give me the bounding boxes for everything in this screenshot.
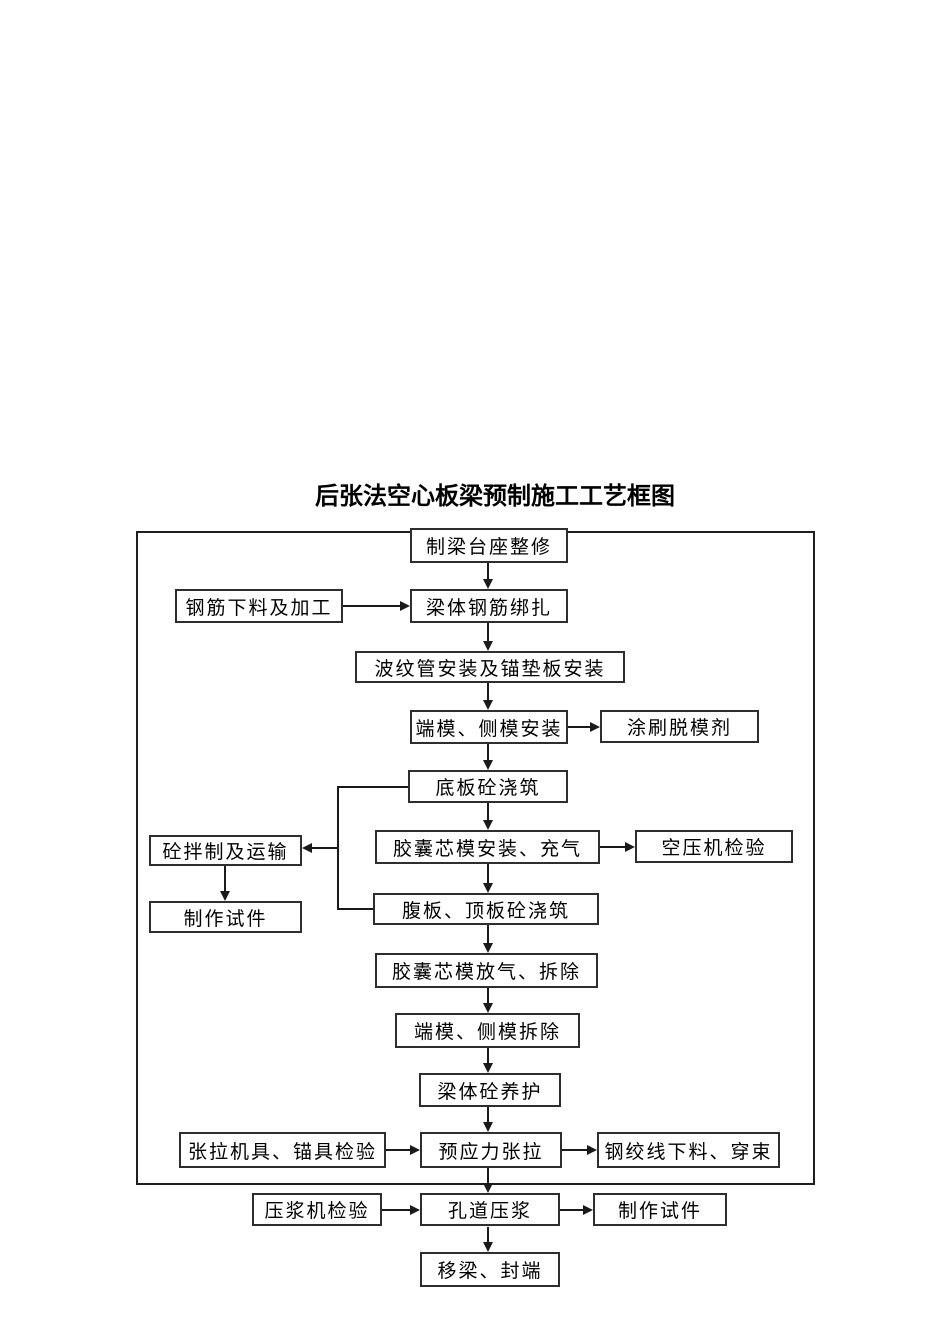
node-web-top-slab-concrete-pour: 腹板、顶板砼浇筑: [373, 893, 599, 925]
flow-arrow-down: [220, 891, 230, 901]
node-end-side-formwork-removal: 端模、侧模拆除: [395, 1013, 580, 1048]
node-beam-pedestal-repair: 制梁台座整修: [410, 528, 568, 563]
flow-arrow-right: [400, 601, 410, 611]
flow-arrow-down: [483, 1003, 493, 1013]
flow-line: [382, 1209, 410, 1211]
flow-arrow-down: [483, 1183, 493, 1193]
flow-line: [562, 1149, 587, 1151]
flow-line: [487, 563, 489, 580]
flow-arrow-down: [483, 579, 493, 589]
flow-arrow-right: [590, 722, 600, 732]
flow-line: [487, 1168, 489, 1184]
flow-arrow-down: [483, 700, 493, 710]
node-rebar-cutting-processing: 钢筋下料及加工: [175, 589, 343, 623]
connector-line: [337, 908, 375, 910]
flow-arrow-right: [410, 1145, 420, 1155]
node-make-test-specimens-concrete: 制作试件: [149, 901, 302, 933]
flow-line: [487, 744, 489, 761]
flow-line: [487, 1048, 489, 1064]
node-bottom-slab-concrete-pour: 底板砼浇筑: [408, 770, 568, 803]
flow-line: [568, 726, 590, 728]
flow-arrow-down: [483, 760, 493, 770]
node-airbag-core-install-inflate: 胶囊芯模安装、充气: [375, 830, 600, 864]
flow-line: [386, 1149, 410, 1151]
node-strand-cutting-threading: 钢绞线下料、穿束: [597, 1132, 780, 1168]
flow-arrow-down: [483, 1122, 493, 1132]
node-beam-rebar-tying: 梁体钢筋绑扎: [410, 589, 568, 623]
flow-arrow-right: [587, 1145, 597, 1155]
node-airbag-core-deflate-remove: 胶囊芯模放气、拆除: [375, 953, 598, 988]
flow-line: [487, 1227, 489, 1243]
node-beam-concrete-curing: 梁体砼养护: [419, 1073, 561, 1107]
flow-arrow-down: [483, 1063, 493, 1073]
flow-line: [487, 864, 489, 884]
flow-arrow-left: [302, 843, 312, 853]
node-end-side-formwork-install: 端模、侧模安装: [410, 710, 568, 744]
flow-line: [487, 623, 489, 642]
diagram-title: 后张法空心板梁预制施工工艺框图: [315, 483, 675, 510]
node-make-test-specimens-grout: 制作试件: [593, 1193, 727, 1226]
flow-arrow-down: [483, 1242, 493, 1252]
flow-line: [487, 925, 489, 944]
node-tension-rig-anchorage-inspection: 张拉机具、锚具检验: [179, 1132, 386, 1168]
node-beam-moving-end-sealing: 移梁、封端: [420, 1252, 560, 1287]
connector-line: [312, 847, 338, 849]
flow-line: [600, 846, 625, 848]
flow-line: [560, 1209, 583, 1211]
connector-line: [337, 786, 410, 788]
flow-arrow-down: [483, 820, 493, 830]
flow-line: [487, 1107, 489, 1123]
node-apply-release-agent: 涂刷脱模剂: [600, 710, 759, 743]
node-air-compressor-inspection: 空压机检验: [635, 830, 793, 863]
node-duct-anchor-plate-install: 波纹管安装及锚垫板安装: [355, 651, 625, 683]
flow-arrow-right: [410, 1205, 420, 1215]
flow-arrow-right: [583, 1205, 593, 1215]
flow-arrow-down: [483, 883, 493, 893]
node-duct-grouting: 孔道压浆: [420, 1193, 560, 1226]
connector-line: [337, 786, 339, 910]
flow-line: [343, 605, 400, 607]
flow-line: [487, 988, 489, 1004]
node-prestress-tensioning: 预应力张拉: [420, 1132, 562, 1168]
flow-line: [487, 803, 489, 821]
flow-arrow-down: [483, 641, 493, 651]
flow-line: [487, 683, 489, 701]
flow-line: [224, 866, 226, 892]
node-grouting-machine-inspection: 压浆机检验: [252, 1193, 382, 1226]
flow-arrow-down: [483, 943, 493, 953]
flow-arrow-right: [625, 842, 635, 852]
node-concrete-mixing-transport: 砼拌制及运输: [149, 835, 302, 866]
